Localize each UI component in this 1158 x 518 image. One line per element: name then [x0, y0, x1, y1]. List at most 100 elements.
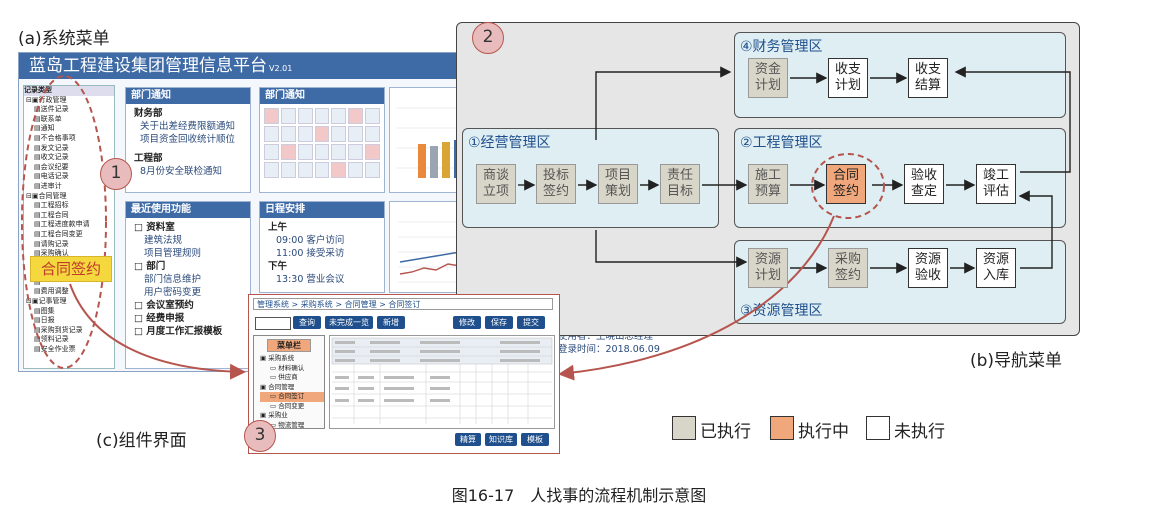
flow-step-engineering-3[interactable]: 竣工 评估	[976, 164, 1016, 204]
tree-item[interactable]: ▤不合格事项	[34, 133, 76, 142]
tree-item[interactable]: ▤费用调整	[34, 287, 69, 296]
flow-step-finance-1[interactable]: 收支 计划	[828, 58, 868, 98]
tree-item[interactable]: ▤采购确认	[34, 249, 69, 258]
search-input[interactable]	[255, 317, 291, 330]
flow-step-business-3[interactable]: 责任 目标	[660, 164, 700, 204]
recent-list[interactable]: □ 资料室建筑法规项目管理规则 □ 部门部门信息维护用户密码变更 □ 会议室预约 □ …	[126, 218, 250, 341]
calendar-day-cell[interactable]	[297, 144, 313, 160]
calendar-day-cell[interactable]	[365, 126, 380, 142]
tree-item[interactable]: ▤通知	[34, 124, 55, 133]
tree-item[interactable]: ▤请购记录	[34, 239, 69, 248]
calendar-day-cell[interactable]	[348, 126, 364, 142]
calendar-day-cell[interactable]	[280, 144, 296, 160]
component-menu-item[interactable]: ▭ 合同签订	[260, 392, 324, 402]
recent-item[interactable]: 项目管理规则	[144, 248, 202, 259]
calendar-day-cell[interactable]	[264, 108, 279, 124]
tree-item[interactable]: ▤安全作业票	[34, 345, 76, 354]
component-menu-item[interactable]: ▣ 合同管理	[260, 382, 295, 391]
eng-item-1[interactable]: 8月份安全联检通知	[140, 166, 223, 177]
tree-item[interactable]: ▤会议纪要	[34, 162, 69, 171]
calendar-day-cell[interactable]	[331, 108, 347, 124]
new-button[interactable]: 新增	[377, 316, 405, 329]
submit-button[interactable]: 提交	[517, 316, 545, 329]
flow-step-engineering-1[interactable]: 合同 签约	[826, 164, 866, 204]
component-menu-item[interactable]: ▣ 采购业	[260, 411, 288, 419]
flow-step-business-2[interactable]: 项目 策划	[598, 164, 638, 204]
tree-items[interactable]: ⊟▣行政管理▤送件记录▤联系单▤通知▤不合格事项▤发文记录▤收文记录▤会议纪要▤…	[24, 96, 114, 355]
calendar-day-cell[interactable]	[314, 126, 330, 142]
recent-item[interactable]: 建筑法规	[144, 235, 183, 246]
tree-item[interactable]: ⊟▣行政管理	[26, 95, 67, 104]
flow-step-resource-1[interactable]: 采购 签约	[828, 248, 868, 288]
tree-item[interactable]: ▤日报	[34, 316, 55, 325]
component-menu-item[interactable]: ▭ 供应商	[270, 373, 298, 381]
calendar-day-cell[interactable]	[280, 108, 296, 124]
calendar-day-cell[interactable]	[365, 162, 380, 178]
calendar-day-cell[interactable]	[314, 144, 330, 160]
save-button[interactable]: 保存	[485, 316, 513, 329]
component-menu-list[interactable]: ▣ 采购系统▭ 材料确认▭ 供应商▣ 合同管理▭ 合同签订▭ 合同变更▣ 采购业…	[254, 352, 324, 430]
recent-group[interactable]: □ 资料室	[134, 222, 175, 233]
calendar-day-cell[interactable]	[264, 126, 279, 142]
calendar-day-cell[interactable]	[314, 108, 330, 124]
component-menu-item[interactable]: ▭ 合同变更	[270, 401, 305, 410]
component-menu-item[interactable]: ▭ 材料确认	[270, 363, 305, 372]
calendar-day-cell[interactable]	[297, 126, 313, 142]
component-menu-item[interactable]: ▣ 采购系统	[260, 354, 295, 362]
tree-item[interactable]: ▤采购到货记录	[34, 325, 83, 334]
recent-item[interactable]: 部门信息维护	[144, 274, 202, 285]
highlight-contract-label[interactable]: 合同签约	[30, 256, 112, 282]
flow-step-resource-0[interactable]: 资源 计划	[748, 248, 788, 288]
edit-button[interactable]: 修改	[453, 316, 481, 329]
tree-item[interactable]: ▤送件记录	[34, 105, 69, 114]
flow-step-engineering-2[interactable]: 验收 查定	[904, 164, 944, 204]
calendar-day-cell[interactable]	[331, 126, 347, 142]
flow-step-business-0[interactable]: 商谈 立项	[476, 164, 516, 204]
calendar-day-cell[interactable]	[297, 108, 313, 124]
tree-item[interactable]: ▤工程合同	[34, 210, 69, 219]
flow-step-resource-3[interactable]: 资源 入库	[976, 248, 1016, 288]
calendar-day-cell[interactable]	[297, 162, 313, 178]
knowledge-button[interactable]: 知识库	[485, 433, 517, 446]
contract-form[interactable]	[329, 335, 555, 429]
am-item-1[interactable]: 09:00 客户访问	[276, 235, 345, 246]
component-menu-item[interactable]: ▭ 物流管理	[270, 420, 305, 429]
recent-group[interactable]: □ 经费申报	[134, 313, 185, 324]
menu-tree[interactable]: 记录类型 ⊟▣行政管理▤送件记录▤联系单▤通知▤不合格事项▤发文记录▤收文记录▤…	[23, 85, 115, 369]
tree-item[interactable]: ▤工程招标	[34, 201, 69, 210]
flow-step-finance-0[interactable]: 资金 计划	[748, 58, 788, 98]
calendar-day-cell[interactable]	[280, 162, 296, 178]
tree-item[interactable]: ▤图集	[34, 306, 55, 315]
template-button[interactable]: 模板	[521, 433, 549, 446]
calendar-day-cell[interactable]	[331, 144, 347, 160]
calendar-day-cell[interactable]	[348, 108, 364, 124]
finance-item-1[interactable]: 关于出差经费限额通知	[140, 121, 236, 132]
calendar-day-cell[interactable]	[264, 144, 279, 160]
tree-item[interactable]: ▤发文记录	[34, 143, 69, 152]
recent-group[interactable]: □ 会议室预约	[134, 300, 194, 311]
tree-item[interactable]: ⊟▣记事管理	[26, 297, 67, 306]
calendar-day-cell[interactable]	[331, 162, 347, 178]
unfinished-button[interactable]: 未完成一览	[325, 316, 373, 329]
recent-group[interactable]: □ 月度工作汇报模板	[134, 326, 223, 337]
tree-item[interactable]: ▤领料记录	[34, 335, 69, 344]
tree-item[interactable]: ▤电话记录	[34, 172, 69, 181]
flow-step-business-1[interactable]: 投标 签约	[536, 164, 576, 204]
flow-step-resource-2[interactable]: 资源 验收	[908, 248, 948, 288]
tree-item[interactable]: ▤工程合同变更	[34, 229, 83, 238]
calendar-day-cell[interactable]	[348, 144, 364, 160]
recent-item[interactable]: 用户密码变更	[144, 287, 202, 298]
recent-group[interactable]: □ 部门	[134, 261, 166, 272]
flow-step-engineering-0[interactable]: 施工 预算	[748, 164, 788, 204]
calendar-day-cell[interactable]	[314, 162, 330, 178]
calc-button[interactable]: 精算	[455, 433, 481, 446]
tree-item[interactable]: ▤收文记录	[34, 153, 69, 162]
tree-item[interactable]: ▤联系单	[34, 114, 62, 123]
calendar-day-cell[interactable]	[348, 162, 364, 178]
calendar-day-cell[interactable]	[280, 126, 296, 142]
finance-item-2[interactable]: 项目资金回收统计顺位	[140, 134, 236, 145]
query-button[interactable]: 查询	[293, 316, 321, 329]
am-item-2[interactable]: 11:00 接受采访	[276, 248, 345, 259]
tree-item[interactable]: ▤进审计	[34, 181, 62, 190]
breadcrumb[interactable]: 管理系统 > 采购系统 > 合同管理 > 合同签订	[253, 298, 553, 310]
